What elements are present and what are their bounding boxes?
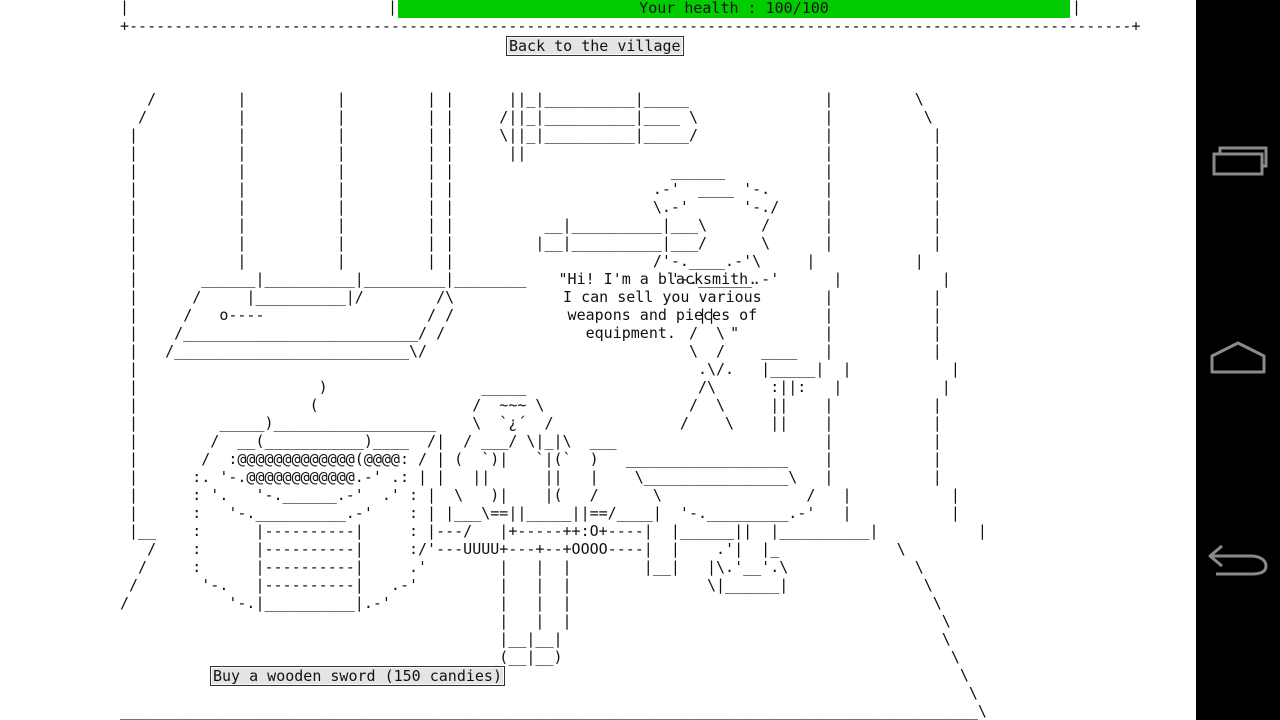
- back-to-village-button[interactable]: Back to the village: [506, 36, 684, 56]
- game-area: | | | Your health : 100/100 +-----------…: [120, 0, 1141, 720]
- health-frame-divider: |: [388, 0, 398, 16]
- health-frame-left-edge: |: [120, 0, 130, 16]
- back-icon: [1208, 544, 1268, 576]
- blacksmith-speech: "Hi! I'm a blacksmith. I can sell you va…: [558, 270, 762, 342]
- android-nav-bar: [1196, 0, 1280, 720]
- home-button[interactable]: [1196, 318, 1280, 398]
- health-label: Your health : 100/100: [639, 0, 829, 17]
- back-button[interactable]: [1196, 516, 1280, 596]
- top-separator: +---------------------------------------…: [120, 17, 1141, 35]
- blacksmith-scene-art: / | | | | ||_|__________|_____ | \ / | |…: [120, 90, 987, 720]
- health-frame-right-edge: |: [1072, 0, 1082, 16]
- health-bar: Your health : 100/100: [398, 0, 1070, 18]
- buy-wooden-sword-button[interactable]: Buy a wooden sword (150 candies): [210, 666, 505, 686]
- home-icon: [1210, 341, 1266, 374]
- recent-apps-icon: [1212, 146, 1268, 176]
- health-frame: | | |: [120, 0, 1082, 18]
- recent-apps-button[interactable]: [1196, 120, 1280, 200]
